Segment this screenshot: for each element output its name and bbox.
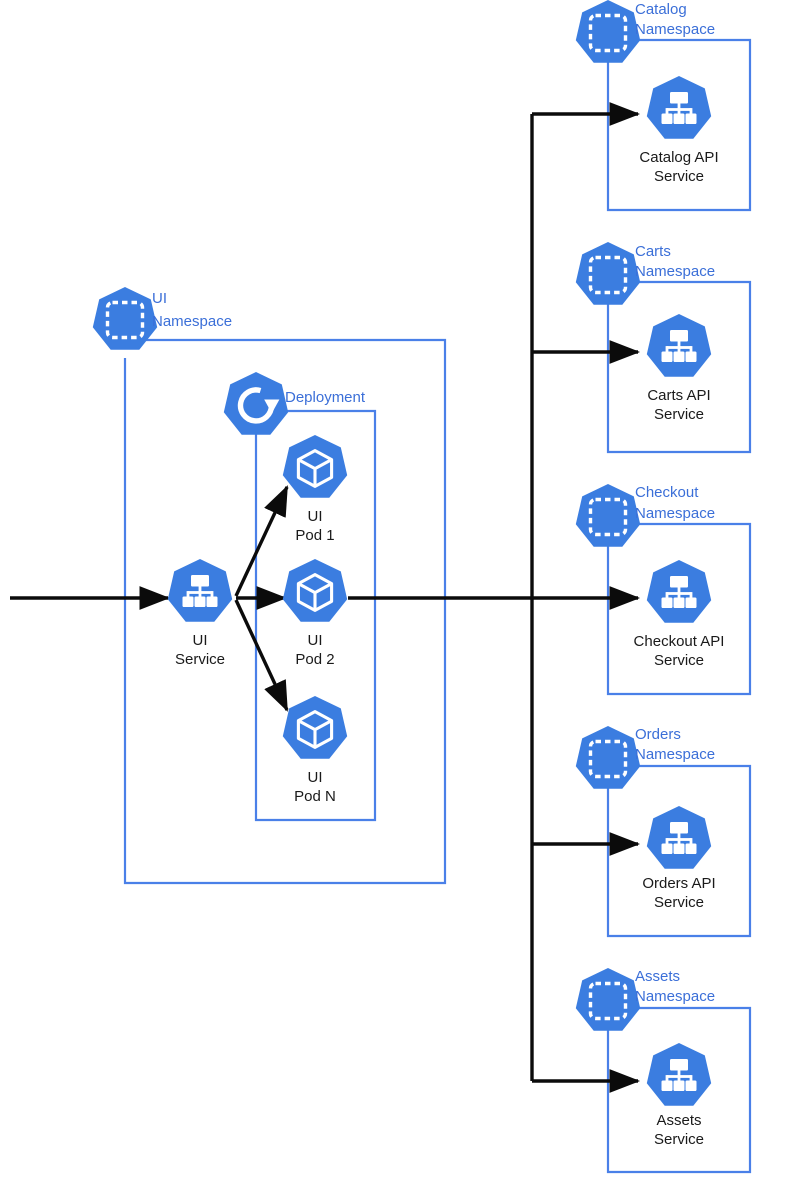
checkout-namespace-box	[606, 522, 752, 696]
catalog-namespace-node[interactable]: Catalog Namespace	[575, 0, 715, 63]
namespace-icon	[575, 968, 641, 1031]
assets-service-label-line1: Assets	[656, 1112, 701, 1129]
carts-api-service-label-line2: Service	[654, 406, 704, 423]
service-icon	[646, 560, 712, 623]
checkout-namespace-label-line2: Namespace	[635, 505, 715, 522]
namespace-icon	[575, 726, 641, 789]
carts-namespace-label-line2: Namespace	[635, 263, 715, 280]
orders-api-service-node[interactable]: Orders API Service	[642, 806, 716, 911]
ui-service-to-pod-1-arrow	[234, 485, 289, 597]
orders-namespace-node[interactable]: Orders Namespace	[575, 726, 715, 789]
ui-service-to-pod-n-arrow	[234, 599, 289, 712]
catalog-namespace-label-line2: Namespace	[635, 21, 715, 38]
ui-namespace-label-line2: Namespace	[152, 313, 232, 330]
service-icon	[646, 314, 712, 377]
ui-pod-n-label-line1: UI	[308, 769, 323, 786]
service-icon	[167, 559, 233, 622]
ui-pod-1-node[interactable]: UI Pod 1	[282, 435, 348, 544]
ui-pod-2-label-line1: UI	[308, 632, 323, 649]
carts-namespace-box	[606, 280, 752, 454]
catalog-namespace-label-line1: Catalog	[635, 1, 687, 18]
assets-namespace-label-line2: Namespace	[635, 988, 715, 1005]
orders-namespace-label-line1: Orders	[635, 726, 681, 743]
checkout-api-service-label-line2: Service	[654, 652, 704, 669]
ui-service-label-line2: Service	[175, 651, 225, 668]
orders-api-service-label-line2: Service	[654, 894, 704, 911]
carts-api-service-label-line1: Carts API	[647, 387, 710, 404]
assets-namespace-label-line1: Assets	[635, 968, 680, 985]
ui-namespace-label-line1: UI	[152, 290, 167, 307]
ui-pod-1-label-line1: UI	[308, 508, 323, 525]
ui-deployment-box	[254, 409, 377, 822]
catalog-api-service-label-line2: Service	[654, 168, 704, 185]
ui-pod-1-label-line2: Pod 1	[295, 527, 334, 544]
orders-api-service-label-line1: Orders API	[642, 875, 715, 892]
ui-pod-2-label-line2: Pod 2	[295, 651, 334, 668]
ui-namespace-box	[123, 338, 447, 885]
service-icon	[646, 1043, 712, 1106]
pod-icon	[282, 559, 348, 622]
assets-service-label-line2: Service	[654, 1131, 704, 1148]
orders-namespace-box	[606, 764, 752, 938]
carts-namespace-node[interactable]: Carts Namespace	[575, 242, 715, 305]
namespace-icon	[575, 484, 641, 547]
catalog-api-service-node[interactable]: Catalog API Service	[639, 76, 719, 185]
ui-service-node[interactable]: UI Service	[167, 559, 233, 668]
pod-icon	[282, 435, 348, 498]
service-icon	[646, 806, 712, 869]
checkout-api-service-node[interactable]: Checkout API Service	[634, 560, 725, 669]
namespace-icon	[575, 0, 641, 63]
carts-api-service-node[interactable]: Carts API Service	[646, 314, 712, 423]
ui-pod-2-node[interactable]: UI Pod 2	[282, 559, 348, 668]
ui-pod-n-node[interactable]: UI Pod N	[282, 696, 348, 805]
checkout-namespace-node[interactable]: Checkout Namespace	[575, 484, 715, 547]
carts-namespace-label-line1: Carts	[635, 243, 671, 260]
pod-icon	[282, 696, 348, 759]
namespace-icon	[575, 242, 641, 305]
namespace-icon	[92, 287, 158, 350]
checkout-namespace-label-line1: Checkout	[635, 484, 699, 501]
deployment-icon	[223, 372, 289, 435]
orders-namespace-label-line2: Namespace	[635, 746, 715, 763]
ui-deployment-node[interactable]: Deployment	[223, 372, 366, 435]
assets-namespace-node[interactable]: Assets Namespace	[575, 968, 715, 1031]
ui-service-label-line1: UI	[193, 632, 208, 649]
assets-service-node[interactable]: Assets Service	[646, 1043, 712, 1148]
service-icon	[646, 76, 712, 139]
ui-deployment-label: Deployment	[285, 389, 366, 406]
ui-namespace-node[interactable]: UI Namespace	[92, 287, 232, 350]
catalog-api-service-label-line1: Catalog API	[639, 149, 718, 166]
catalog-namespace-box	[606, 38, 752, 212]
assets-namespace-box	[606, 1006, 752, 1174]
ui-pod-n-label-line2: Pod N	[294, 788, 336, 805]
checkout-api-service-label-line1: Checkout API	[634, 633, 725, 650]
